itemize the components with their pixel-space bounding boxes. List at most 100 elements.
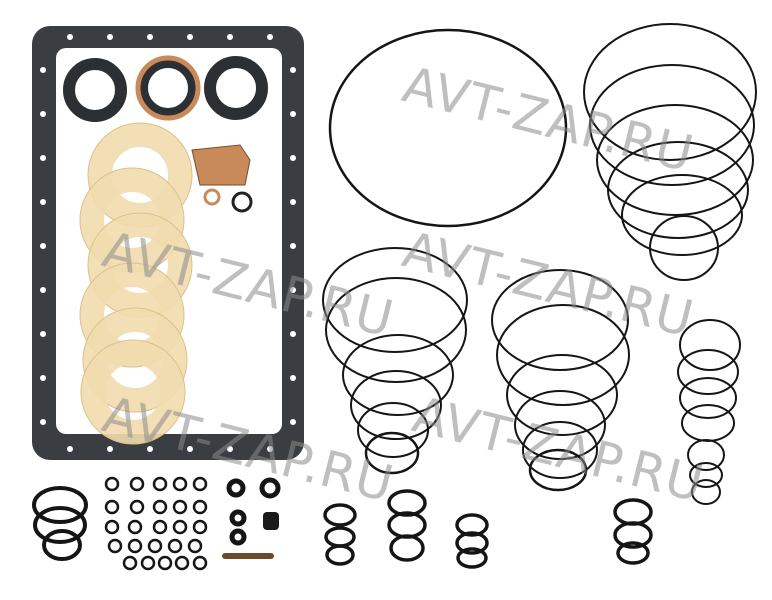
gasket-hole <box>290 199 296 205</box>
o-ring <box>679 319 741 371</box>
washer-edge <box>82 307 188 413</box>
small-o-ring <box>127 538 143 554</box>
gasket-hole <box>40 287 46 293</box>
small-o-ring <box>152 476 168 492</box>
gasket-hole <box>227 34 233 40</box>
gasket-hole <box>227 446 233 452</box>
gasket-hole <box>290 419 296 425</box>
o-ring <box>33 506 87 544</box>
gasket-hole <box>40 419 46 425</box>
thrust-washer <box>81 340 185 444</box>
gasket-hole <box>107 34 113 40</box>
gasket-hole <box>290 67 296 73</box>
gasket-hole <box>290 111 296 117</box>
gasket-hole <box>40 199 46 205</box>
small-o-ring <box>192 555 208 571</box>
pin <box>222 553 274 559</box>
rubber-plug <box>263 512 279 530</box>
gasket-hole <box>40 375 46 381</box>
gasket-hole <box>290 375 296 381</box>
o-rings <box>32 23 757 571</box>
small-o-ring <box>129 476 145 492</box>
o-ring <box>328 28 568 228</box>
o-ring <box>607 141 749 239</box>
gasket-hole <box>147 446 153 452</box>
small-o-ring <box>147 538 163 554</box>
o-ring <box>325 544 355 566</box>
gasket-hole <box>40 243 46 249</box>
thrust-washer <box>88 213 192 317</box>
small-o-ring <box>152 519 168 535</box>
o-ring <box>322 247 468 353</box>
o-ring <box>387 489 427 517</box>
small-o-ring <box>140 555 156 571</box>
small-seal <box>229 509 247 527</box>
small-o-ring <box>127 519 143 535</box>
o-ring <box>496 304 630 406</box>
small-o-ring <box>172 499 188 515</box>
small-seal <box>229 528 247 546</box>
gasket-hole <box>290 243 296 249</box>
small-o-ring <box>167 538 183 554</box>
o-ring <box>616 541 650 565</box>
gasket-hole <box>147 34 153 40</box>
small-o-ring <box>104 519 120 535</box>
gasket-hole <box>267 34 273 40</box>
gasket-hole <box>67 34 73 40</box>
washer-edge <box>79 262 185 368</box>
gasket-hole <box>267 446 273 452</box>
small-o-ring <box>104 499 120 515</box>
o-ring <box>596 104 754 216</box>
o-ring <box>491 269 629 371</box>
oil-seal-rim <box>135 55 201 121</box>
small-o-ring <box>172 476 188 492</box>
small-o-ring <box>152 499 168 515</box>
o-ring <box>506 354 618 436</box>
o-ring <box>323 503 357 527</box>
small-seal <box>226 478 246 498</box>
gasket-hole <box>290 287 296 293</box>
o-ring <box>32 486 88 524</box>
gasket-hole <box>107 446 113 452</box>
gasket-hole <box>290 331 296 337</box>
copper-gasket <box>191 144 253 213</box>
small-o-ring <box>192 476 208 492</box>
gasket-hole <box>40 67 46 73</box>
small-o-ring <box>192 519 208 535</box>
small-o-ring <box>187 538 203 554</box>
washer-edge <box>80 339 186 445</box>
o-ring <box>522 421 598 479</box>
small-o-ring <box>192 499 208 515</box>
small-o-ring <box>122 555 138 571</box>
oil-seal <box>63 58 127 122</box>
gasket-hole <box>290 155 296 161</box>
small-o-ring <box>129 499 145 515</box>
o-ring <box>677 349 739 395</box>
o-ring <box>589 64 755 186</box>
gasket-hole <box>40 111 46 117</box>
small-o-ring <box>104 476 120 492</box>
thrust-washers <box>79 122 193 445</box>
o-ring <box>679 377 737 419</box>
thrust-washer <box>80 168 184 272</box>
o-ring <box>455 513 489 537</box>
gasket-hole <box>187 34 193 40</box>
small-o-ring <box>172 519 188 535</box>
small-o-ring <box>157 555 173 571</box>
oil-seal <box>204 56 268 120</box>
o-ring <box>621 174 743 256</box>
o-ring <box>42 529 82 561</box>
o-ring <box>691 479 721 505</box>
o-ring <box>342 334 454 416</box>
small-seal <box>259 477 281 499</box>
o-ring <box>613 521 653 549</box>
oil-seal <box>136 56 200 120</box>
o-ring <box>357 402 429 458</box>
gasket-hole <box>187 446 193 452</box>
o-ring <box>325 277 467 383</box>
o-ring <box>455 531 489 555</box>
o-ring <box>364 431 420 475</box>
o-ring <box>389 534 425 562</box>
o-ring <box>583 23 757 161</box>
